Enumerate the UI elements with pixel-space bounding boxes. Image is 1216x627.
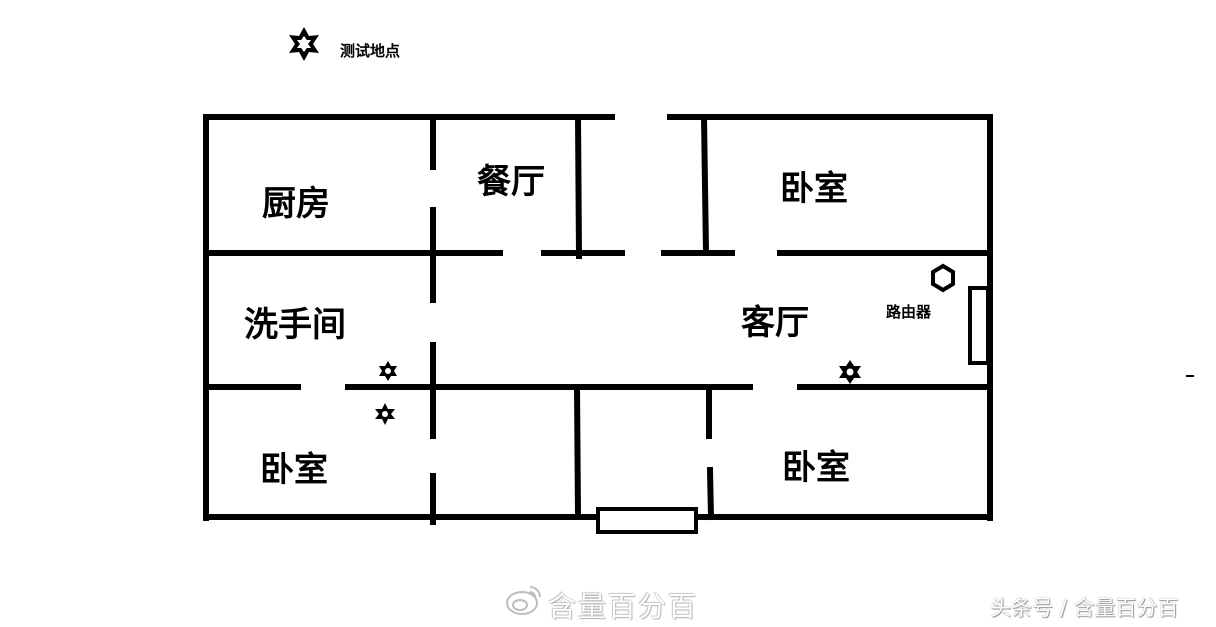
room-label-kitchen: 厨房 [262,184,330,224]
wall-v578 [574,113,583,260]
room-label-bedroom-bottom-right: 卧室 [782,448,850,488]
test-point-star-icon [379,361,397,381]
room-label-living-room: 客厅 [741,303,809,343]
weibo-icon [506,586,541,615]
legend-label: 测试地点 [340,42,401,60]
router-label: 路由器 [886,303,932,321]
test-point-star-icon [839,360,861,384]
legend-star-icon [289,27,319,61]
room-label-bedroom-top-right: 卧室 [780,169,848,209]
room-label-bathroom: 洗手间 [244,305,346,345]
room-label-bedroom-bottom-left: 卧室 [260,450,328,490]
window-right [968,286,990,365]
wall-v709-b [706,466,715,521]
test-point-star-icon [375,403,395,425]
watermark-center: 含量百分百 [548,590,699,623]
room-label-dining: 餐厅 [477,162,545,202]
window-bottom [596,507,698,534]
watermark-bottom-right: 头条号 / 含量百分百 [990,596,1179,620]
wall-v705 [700,113,710,257]
wall-v577-bottom [573,383,582,521]
router-hexagon-icon [931,263,955,293]
